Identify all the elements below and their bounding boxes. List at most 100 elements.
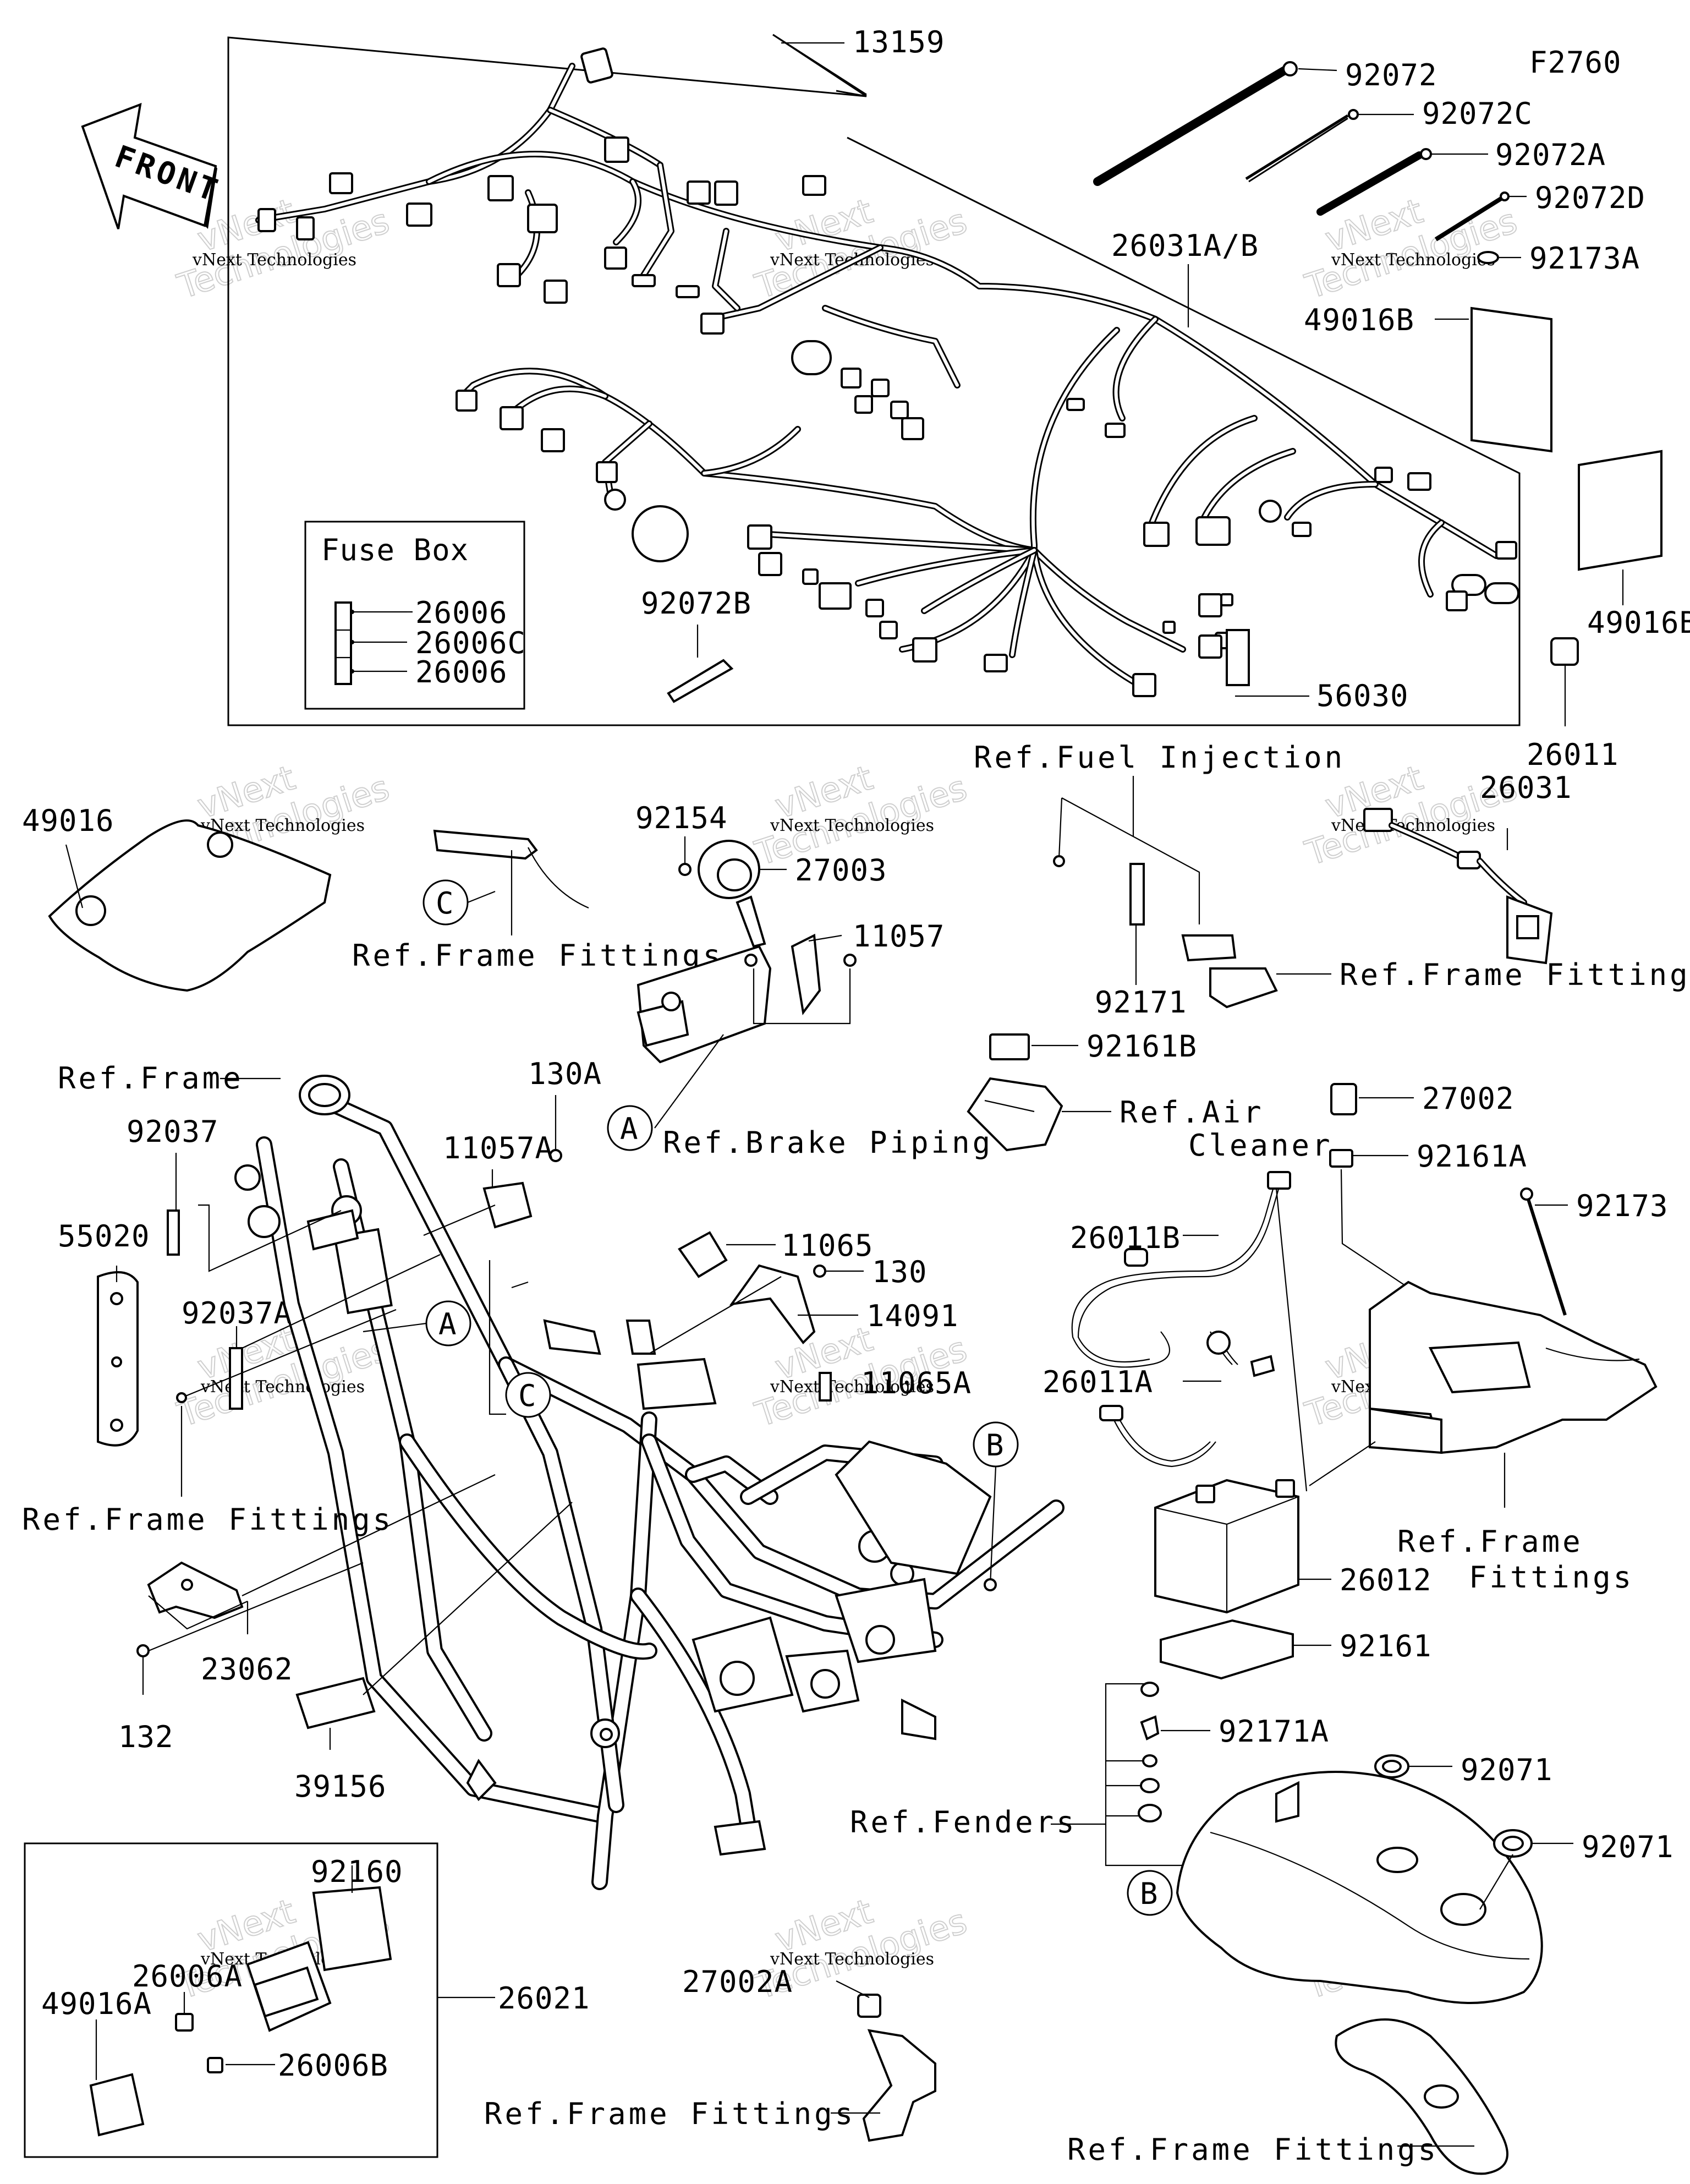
reference-label: Ref.Frame	[1397, 1524, 1583, 1559]
part-label: 13159	[853, 25, 945, 59]
reference-label: Ref.Air	[1120, 1095, 1264, 1130]
part-label: 92037	[127, 1114, 219, 1149]
fuse-box-title: Fuse Box	[321, 533, 469, 567]
part-label: 92173A	[1529, 241, 1640, 276]
part-label: 49016B	[1304, 303, 1414, 337]
part-label: 49016	[22, 803, 114, 838]
part-label: 26011A	[1042, 1365, 1153, 1399]
part-label: 26006A	[132, 1959, 243, 1994]
part-label: 92072C	[1422, 96, 1533, 131]
cable-tie	[667, 659, 734, 703]
watermark: vNext Technologies	[750, 757, 972, 874]
part-label: 11065	[781, 1228, 874, 1263]
reference-label: Ref.Frame Fittings	[484, 2097, 855, 2131]
watermark-text: vNext Technologies	[770, 1377, 934, 1397]
relay: 26011	[1527, 637, 1619, 772]
part-label: 27002	[1422, 1081, 1515, 1116]
battery-area: 26011B 26011A 26012 92161	[1042, 1171, 1432, 1680]
part-label: 26011	[1527, 737, 1619, 772]
part-label: 14091	[866, 1299, 959, 1333]
part-label: 11057A	[443, 1131, 553, 1165]
figure-code: F2760	[1529, 45, 1622, 80]
callout-circle	[607, 1105, 653, 1151]
part-label: 130	[872, 1255, 928, 1289]
reference-label: Ref.Frame Fittings	[22, 1502, 393, 1537]
watermark-text: vNext Technologies	[770, 1950, 934, 1969]
part-label: 26021	[498, 1981, 590, 2016]
part-label: 27002A	[682, 1964, 793, 1999]
part-label: 39156	[294, 1769, 387, 1804]
air-cleaner-area: 92161B Ref.Air Cleaner	[967, 1029, 1333, 1163]
reference-label: Ref.Frame Fittings	[1067, 2132, 1439, 2167]
part-label: 92072D	[1535, 180, 1645, 215]
watermark-text: vNext Technologies	[200, 816, 365, 835]
reference-label: Ref.Frame Fittings	[352, 938, 723, 973]
part-label: 92160	[311, 1854, 403, 1889]
part-label: 26006C	[415, 626, 526, 660]
frame-fitting-bracket: C Ref.Frame Fittings	[352, 829, 723, 973]
reference-label: Ref.Frame Fittings	[1340, 957, 1690, 992]
callout-label: C	[436, 886, 454, 921]
part-label: 49016A	[41, 1986, 152, 2021]
fender-area: 92171A Ref.Fenders B 92071 92071 Ref.Fra…	[850, 1682, 1674, 2175]
part-label: 92072	[1345, 58, 1437, 92]
part-label: 26012	[1340, 1563, 1432, 1597]
horn-assembly: 92154 27003 11057 A Ref.Brake Piping	[607, 801, 993, 1160]
part-label: 27003	[795, 853, 887, 888]
watermark: vNext Technologies	[750, 190, 972, 308]
part-label: 11065A	[861, 1366, 972, 1400]
part-label: 92071	[1461, 1753, 1553, 1787]
part-label: 92171	[1095, 985, 1187, 1020]
part-label: 92161A	[1417, 1139, 1527, 1174]
part-label: 92161B	[1087, 1029, 1197, 1064]
watermark-text: vNext Technologies	[200, 1377, 365, 1397]
front-arrow-icon: FRONT	[81, 102, 225, 229]
reference-label: Ref.Fenders	[850, 1805, 1077, 1840]
callout-circle	[1127, 1870, 1173, 1916]
part-label: 26031A/B	[1111, 228, 1259, 263]
watermark-text: vNext Technologies	[1331, 250, 1495, 270]
ecu-section: 92160 26006A 26006B 26021 49016A	[24, 1842, 590, 2158]
frame-labels: Ref.Frame 92037 55020 92037A Ref.Frame F…	[22, 1057, 1019, 1804]
part-label: 92171A	[1219, 1714, 1329, 1749]
reference-label: Ref.Brake Piping	[663, 1125, 993, 1160]
part-label: 49016B	[1587, 605, 1690, 640]
fuse-box-frame	[304, 521, 525, 710]
part-label: 130A	[528, 1057, 602, 1091]
callout-label: C	[518, 1378, 537, 1413]
main-harness-section: Fuse Box	[227, 25, 1521, 726]
callout-label: B	[986, 1428, 1005, 1463]
fuel-injection-ref: Ref.Fuel Injection 92171 Ref.Frame Fitti…	[974, 740, 1690, 1020]
part-label: 92173	[1576, 1189, 1669, 1223]
part-label: 26006	[415, 595, 508, 630]
part-label: 26031	[1480, 770, 1572, 805]
bracket	[1226, 629, 1250, 686]
reference-label: Ref.Fuel Injection	[974, 740, 1345, 775]
callout-label: B	[1140, 1876, 1159, 1911]
callout-label: A	[438, 1307, 457, 1342]
reference-label: Fittings	[1469, 1560, 1634, 1595]
heat-shield: 49016	[22, 803, 332, 992]
harness-connectors	[257, 47, 1519, 697]
part-label: 92161	[1340, 1629, 1432, 1663]
cable-ties: 92072 92072C 92072A 92072D 92173A	[1093, 58, 1645, 276]
part-label: 26011B	[1070, 1220, 1181, 1255]
part-label: 23062	[201, 1652, 293, 1687]
part-label: 56030	[1316, 678, 1409, 713]
relay-bracket: 27002A Ref.Frame Fittings	[484, 1964, 936, 2142]
fuse-block	[334, 601, 352, 685]
sub-harness: 26031	[1363, 770, 1572, 965]
part-label: 11057	[853, 919, 945, 954]
reference-label: Cleaner	[1188, 1128, 1333, 1163]
watermark: vNext Technologies	[1300, 190, 1522, 308]
reference-label: Ref.Frame	[58, 1061, 244, 1096]
part-label: 92072B	[641, 586, 751, 621]
part-label: 92154	[635, 801, 728, 835]
battery-box-area: 27002 92161A 92173 Ref.Frame Fittings	[1329, 1081, 1669, 1595]
watermark-text: vNext Technologies	[770, 816, 934, 835]
wiring-harness	[255, 63, 1500, 691]
part-label: 92037A	[182, 1296, 292, 1331]
ecu-frame	[24, 1842, 438, 2158]
part-label: 92071	[1582, 1830, 1674, 1864]
